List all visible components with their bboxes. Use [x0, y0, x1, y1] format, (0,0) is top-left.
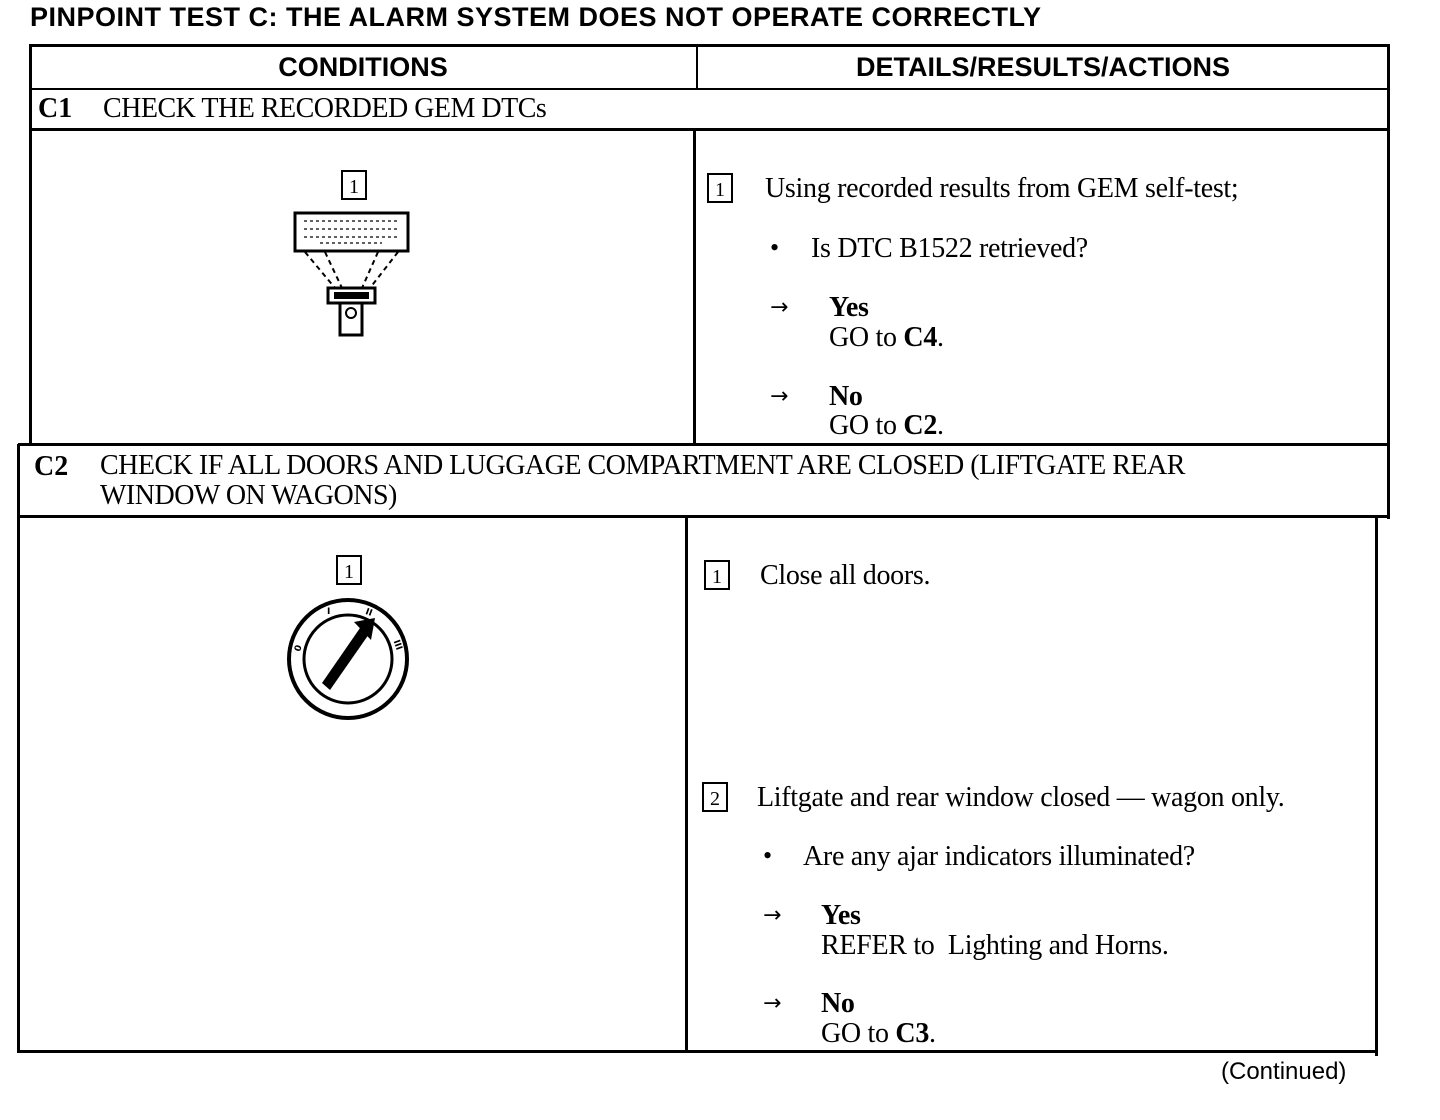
c1-yes-action-target: C4	[903, 322, 938, 353]
c1-bullet: •	[770, 233, 780, 262]
table-border-left-lower	[17, 444, 20, 1051]
c2-no-action: GO to C3.	[821, 1018, 936, 1050]
scan-tool-connector-icon	[293, 211, 410, 337]
c2-no-action-target: C3	[895, 1018, 930, 1049]
c2-step1-text: Close all doors.	[760, 560, 931, 591]
c1-yes-action-suffix: .	[937, 322, 944, 353]
svg-text:III: III	[391, 639, 404, 652]
svg-text:I: I	[327, 607, 330, 617]
svg-text:II: II	[364, 607, 374, 619]
c2-question: Are any ajar indicators illuminated?	[803, 841, 1195, 872]
header-divider	[30, 88, 1390, 90]
c2-step2-number: 2	[702, 782, 728, 812]
c1-bottom-divider	[18, 443, 1388, 446]
page-title: PINPOINT TEST C: THE ALARM SYSTEM DOES N…	[30, 2, 1042, 32]
table-border-bottom	[17, 1050, 1378, 1053]
c2-title-line2: WINDOW ON WAGONS)	[100, 480, 397, 511]
table-border-right-upper	[1387, 44, 1390, 519]
ignition-switch-icon: 0 I II III	[287, 598, 409, 720]
c2-title-divider	[18, 515, 1388, 518]
c1-title-divider	[30, 128, 1390, 131]
details-header: DETAILS/RESULTS/ACTIONS	[855, 52, 1230, 82]
c2-yes-action: REFER to Lighting and Horns.	[821, 930, 1169, 961]
c1-no-action-suffix: .	[937, 410, 944, 441]
c1-yes-arrow-icon: →	[770, 295, 789, 320]
c2-no-arrow-icon: →	[763, 991, 782, 1016]
c1-yes-action-prefix: GO to	[829, 322, 904, 353]
c2-no-label: No	[821, 988, 855, 1019]
column-divider-header	[696, 44, 698, 90]
column-divider-c2	[685, 517, 688, 1053]
c1-yes-label: Yes	[829, 292, 869, 323]
c2-step2-text: Liftgate and rear window closed — wagon …	[757, 782, 1285, 813]
c2-title-line1: CHECK IF ALL DOORS AND LUGGAGE COMPARTME…	[100, 450, 1185, 481]
c1-step1-number: 1	[707, 173, 733, 203]
c1-id: C1	[38, 93, 73, 124]
continued-note: (Continued)	[1221, 1058, 1347, 1085]
table-border-top	[30, 44, 1390, 47]
c1-title: CHECK THE RECORDED GEM DTCs	[103, 93, 547, 124]
c2-step1-number: 1	[704, 560, 730, 590]
c2-figure-step-number: 1	[336, 555, 362, 585]
c2-no-action-prefix: GO to	[821, 1018, 896, 1049]
c1-question: Is DTC B1522 retrieved?	[811, 233, 1088, 264]
c2-yes-label: Yes	[821, 900, 861, 931]
c2-no-action-suffix: .	[929, 1018, 936, 1049]
c1-no-action-prefix: GO to	[829, 410, 904, 441]
c1-figure-step-number: 1	[341, 170, 367, 200]
svg-text:0: 0	[293, 644, 305, 653]
c2-yes-arrow-icon: →	[763, 903, 782, 928]
c1-yes-action: GO to C4.	[829, 322, 944, 354]
c1-no-label: No	[829, 381, 863, 412]
c2-id: C2	[34, 451, 69, 482]
c1-no-arrow-icon: →	[770, 384, 789, 409]
table-border-left-upper	[29, 44, 32, 444]
column-divider-c1	[693, 130, 696, 446]
c1-no-action-target: C2	[903, 410, 938, 441]
table-border-right-lower	[1375, 516, 1378, 1056]
c1-step1-text: Using recorded results from GEM self-tes…	[765, 173, 1239, 204]
conditions-header: CONDITIONS	[278, 52, 448, 82]
c1-no-action: GO to C2.	[829, 410, 944, 442]
c2-bullet: •	[763, 841, 773, 870]
